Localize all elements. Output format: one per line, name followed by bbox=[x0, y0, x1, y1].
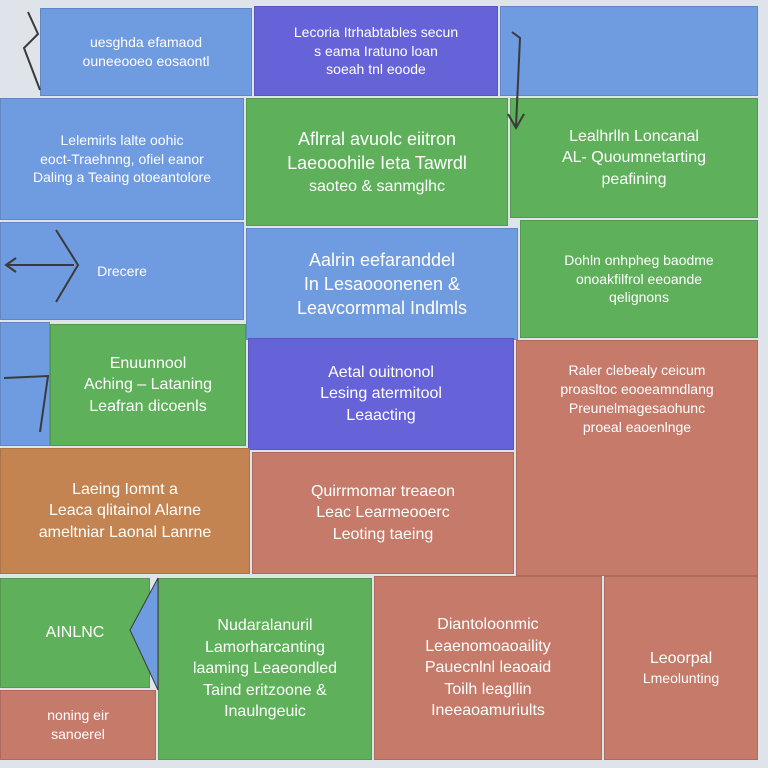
box-text: Ineeaoamuriults bbox=[431, 702, 545, 720]
box-left-green: Enuunnool Aching – Lataning Leafran dico… bbox=[50, 324, 246, 446]
box-text: Enuunnool bbox=[109, 354, 187, 372]
box-right-middle: Dohln onhpheg baodme onoakfilfrol eeoand… bbox=[520, 220, 758, 338]
box-text: AINLNC bbox=[45, 624, 105, 642]
box-text: Toilh leagllin bbox=[444, 680, 532, 698]
box-left-orange: Laeing Iomnt a Leaca qlitainol Alarne am… bbox=[0, 448, 250, 574]
box-text: ouneeooeo eosaontl bbox=[82, 53, 210, 69]
box-text: eoct-Traehnng, ofiel eanor bbox=[40, 150, 204, 167]
box-top-right bbox=[500, 6, 758, 96]
box-text: Drecere bbox=[97, 262, 147, 279]
box-left-strip bbox=[0, 322, 50, 446]
box-text: noning eir bbox=[47, 707, 109, 724]
box-text: soeah tnl eoode bbox=[326, 61, 426, 78]
box-left-middle: Drecere bbox=[0, 222, 244, 320]
box-top-left: uesghda efamaod ouneeooeo eosaontl bbox=[40, 8, 252, 96]
box-text: Dohln onhpheg baodme bbox=[564, 251, 714, 268]
box-text: Leoting taeing bbox=[332, 525, 434, 543]
box-center-purple: Aetal ouitnonol Lesing atermitool Leaact… bbox=[248, 338, 514, 450]
box-text: Pauecnlnl leaoaid bbox=[424, 659, 552, 677]
box-text: Aetal ouitnonol bbox=[328, 363, 434, 381]
box-bottom-center-red: Diantoloonmic Leaenomoaoaility Pauecnlnl… bbox=[374, 576, 602, 760]
box-text: In Lesaooonenen & bbox=[303, 273, 461, 294]
box-top-center: Lecoria Itrhabtables secun s eama Iratun… bbox=[254, 6, 498, 96]
box-text: s eama Iratuno loan bbox=[314, 42, 438, 59]
box-text: Diantoloonmic bbox=[437, 616, 539, 634]
box-text: Aalrin eefaranddel bbox=[308, 249, 456, 270]
box-text: Lelemirls lalte oohic bbox=[60, 131, 184, 148]
box-text: Leaacting bbox=[346, 406, 416, 424]
box-text: Raler clebealy ceicum bbox=[568, 362, 706, 378]
box-text: Lecoria Itrhabtables secun bbox=[293, 23, 459, 40]
box-center-red: Quirrmomar treaeon Leac Learmeooerc Leot… bbox=[252, 452, 514, 574]
box-text: Aching – Lataning bbox=[83, 376, 213, 394]
box-text: qelignons bbox=[609, 289, 669, 306]
box-text: Leaca qlitainol Alarne bbox=[48, 502, 202, 520]
box-text: Lmeolunting bbox=[642, 670, 720, 687]
box-bottom-right-red: Leoorpal Lmeolunting bbox=[604, 576, 758, 760]
box-text: Daling a Teaing otoeantolore bbox=[33, 169, 211, 186]
box-bottom-center-green: Nudaralanuril Lamorharcanting laaming Le… bbox=[158, 578, 372, 760]
box-center-upper: Aflrral avuolc eiitron Laeooohile Ieta T… bbox=[246, 98, 508, 226]
connector-arrow-top-left bbox=[22, 11, 41, 91]
box-text: Leaenomoaoaility bbox=[425, 637, 551, 655]
box-text: proeal eaoenlnge bbox=[582, 418, 692, 435]
box-text: Preunelmagesaohunc bbox=[568, 399, 706, 416]
box-text: Leavcormmal Indlmls bbox=[296, 298, 468, 319]
box-text: Aflrral avuolc eiitron bbox=[297, 128, 457, 149]
box-text: AL- Quoumnetarting bbox=[561, 149, 707, 167]
box-text: peafining bbox=[601, 170, 667, 188]
box-text: Lesing atermitool bbox=[320, 385, 442, 403]
box-bottom-left-red: noning eir sanoerel bbox=[0, 690, 156, 760]
box-left-upper: Lelemirls lalte oohic eoct-Traehnng, ofi… bbox=[0, 98, 244, 220]
box-text: ameltniar Laonal Lanrne bbox=[38, 523, 212, 541]
box-text: onoakfilfrol eeoande bbox=[575, 270, 703, 287]
box-text: Nudaralanuril bbox=[217, 617, 313, 635]
box-text: Quirrmomar treaeon bbox=[310, 482, 456, 500]
box-text: laaming Leaeondled bbox=[192, 660, 338, 678]
box-text: Laeooohile Ieta Tawrdl bbox=[287, 153, 467, 174]
box-text: Taind eritzoone & bbox=[203, 681, 327, 699]
box-text: saoteo & sanmglhc bbox=[308, 177, 446, 195]
box-right-upper: Lealhrlln Loncanal AL- Quoumnetarting pe… bbox=[510, 98, 758, 218]
box-text: uesghda efamaod bbox=[89, 34, 203, 51]
box-text: Lealhrlln Loncanal bbox=[569, 127, 699, 145]
box-right-red: Raler clebealy ceicum proasltoc eooeamnd… bbox=[516, 340, 758, 576]
box-text: Laeing Iomnt a bbox=[72, 480, 178, 498]
box-text: proasltoc eooeamndlang bbox=[560, 380, 714, 397]
box-text: Leac Learmeooerc bbox=[316, 504, 450, 522]
box-text: Leafran dicoenls bbox=[89, 397, 207, 415]
box-text: Leoorpal bbox=[649, 649, 713, 667]
box-text: sanoerel bbox=[51, 726, 105, 742]
box-center-middle: Aalrin eefaranddel In Lesaooonenen & Lea… bbox=[246, 228, 518, 340]
box-bottom-left-green: AINLNC bbox=[0, 578, 150, 688]
box-text: Inaulngeuic bbox=[224, 703, 306, 721]
box-text: Lamorharcanting bbox=[204, 638, 326, 656]
